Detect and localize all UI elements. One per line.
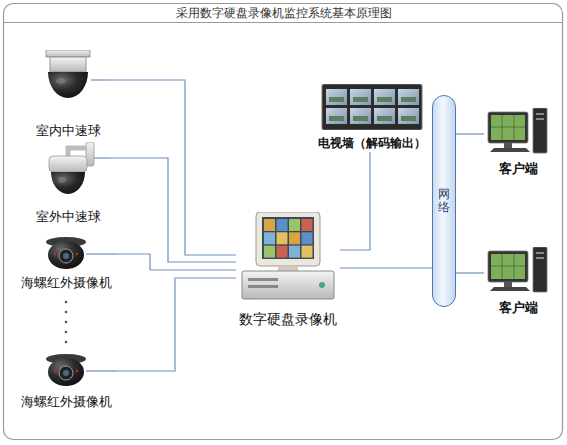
- cable-connector: [456, 134, 484, 135]
- cam-node: 海螺红外摄像机: [15, 353, 117, 411]
- pc-node: 客户端: [484, 108, 552, 178]
- cable-connector: [117, 278, 236, 371]
- network-tube: 网络: [432, 95, 456, 307]
- cable-connector: [456, 273, 484, 274]
- ir-icon: [15, 353, 117, 387]
- outdoor-icon: [26, 142, 110, 198]
- cam-node: 室内中速球: [26, 50, 110, 140]
- diagram-title: 采用数字硬盘录像机监控系统基本原理图: [4, 4, 563, 22]
- pc-icon: [484, 247, 552, 297]
- node-label: 海螺红外摄像机: [15, 275, 117, 292]
- ellipsis-dots: [65, 301, 68, 344]
- node-label: 数字硬盘录像机: [236, 310, 340, 328]
- indoor-icon: [26, 50, 110, 106]
- cable-connector: [110, 158, 236, 262]
- ir-icon: [15, 236, 117, 270]
- cable-connector: [340, 268, 432, 269]
- cable-connector: [110, 80, 236, 255]
- outer-frame: [4, 4, 563, 440]
- dvr-node: 数字硬盘录像机: [236, 212, 340, 328]
- header-rule: [4, 22, 562, 23]
- cable-connector: [340, 152, 370, 250]
- node-label: 客户端: [484, 300, 552, 317]
- node-label: 海螺红外摄像机: [15, 394, 117, 411]
- tv-node: 电视墙（解码输出）: [314, 84, 430, 152]
- node-label: 客户端: [484, 161, 552, 178]
- pc-node: 客户端: [484, 247, 552, 317]
- node-label: 室外中速球: [26, 209, 110, 226]
- cable-connector: [117, 254, 236, 270]
- cam-node: 海螺红外摄像机: [15, 236, 117, 292]
- pc-icon: [484, 108, 552, 158]
- cam-node: 室外中速球: [26, 142, 110, 226]
- node-label: 网络: [438, 188, 450, 214]
- tv-icon: [314, 84, 430, 130]
- dvr-icon: [236, 212, 340, 300]
- node-label: 室内中速球: [26, 123, 110, 140]
- node-label: 电视墙（解码输出）: [314, 136, 430, 152]
